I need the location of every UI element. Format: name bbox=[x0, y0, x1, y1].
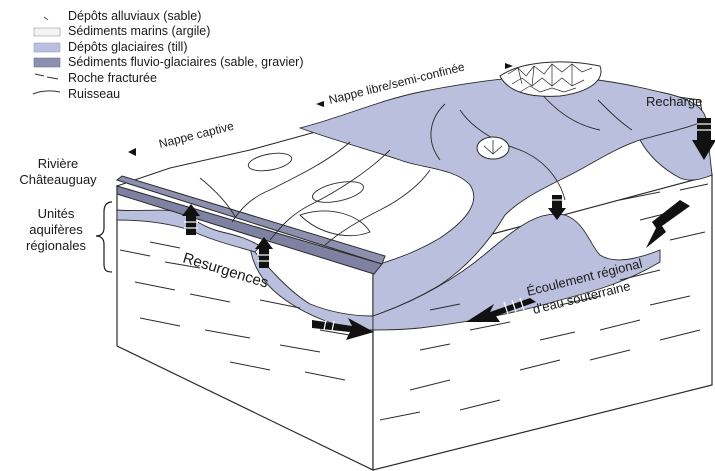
legend-swatch-marine bbox=[34, 28, 60, 36]
legend-label-fluvio: Sédiments fluvio-glaciaires (sable, grav… bbox=[68, 55, 304, 69]
riviere-label-line2: Châteauguay bbox=[19, 172, 97, 187]
unites-label-line1: Unités bbox=[38, 206, 75, 221]
nappe-libre-right-marker bbox=[505, 63, 513, 69]
legend: Dépôts alluviaux (sable) Sédiments marin… bbox=[33, 9, 304, 101]
legend-label-alluvial: Dépôts alluviaux (sable) bbox=[68, 9, 201, 23]
legend-swatch-till bbox=[34, 43, 60, 52]
legend-swatch-fluvio bbox=[34, 58, 60, 67]
legend-label-till: Dépôts glaciaires (till) bbox=[68, 40, 187, 54]
legend-label-stream: Ruisseau bbox=[68, 87, 120, 101]
aquifer-units-brace bbox=[96, 202, 112, 272]
riviere-label-line1: Rivière bbox=[38, 156, 78, 171]
legend-swatch-fractured-rock bbox=[35, 74, 58, 79]
unites-label-line3: régionales bbox=[26, 238, 86, 253]
recharge-label: Recharge bbox=[646, 94, 702, 109]
nappe-captive-left-marker bbox=[128, 148, 136, 156]
legend-label-marine: Sédiments marins (argile) bbox=[68, 24, 210, 38]
nappe-captive-label: Nappe captive bbox=[157, 119, 235, 151]
unites-label-line2: aquifères bbox=[29, 222, 83, 237]
legend-label-fractured-rock: Roche fracturée bbox=[68, 71, 157, 85]
legend-swatch-stream bbox=[33, 91, 60, 94]
nappe-libre-left-marker bbox=[316, 101, 330, 107]
legend-swatch-alluvial bbox=[44, 17, 48, 20]
